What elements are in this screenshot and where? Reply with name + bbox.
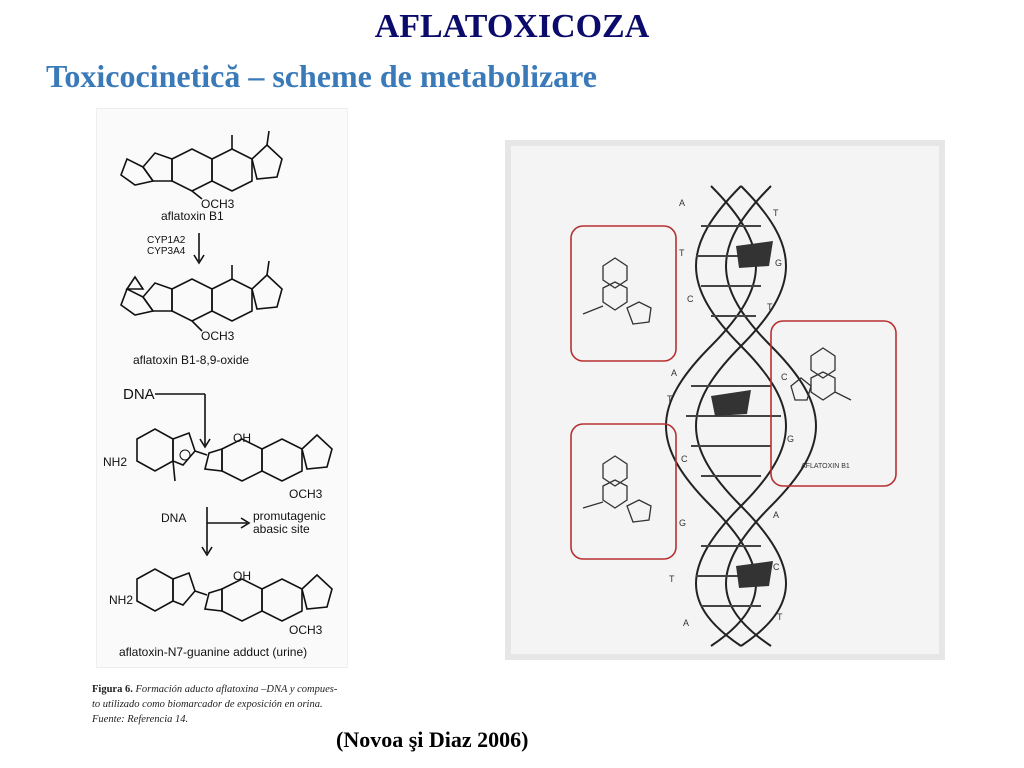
svg-text:T: T [669, 574, 675, 584]
compound-epoxide: aflatoxin B1-8,9-oxide [133, 353, 250, 367]
oh-label-2: OH [233, 569, 251, 583]
enzyme-cyp3a4: CYP3A4 [147, 246, 186, 257]
svg-text:T: T [773, 208, 779, 218]
och3-label-4: OCH3 [289, 623, 323, 637]
svg-text:G: G [787, 434, 794, 444]
svg-text:G: G [679, 518, 686, 528]
caption-figure-number: Figura 6. [92, 684, 133, 695]
svg-text:T: T [767, 302, 773, 312]
och3-label-1: OCH3 [201, 197, 235, 211]
compound-aflatoxin-b1: aflatoxin B1 [161, 209, 224, 223]
oh-label-1: OH [233, 431, 251, 445]
svg-text:C: C [773, 562, 780, 572]
svg-text:A: A [773, 510, 779, 520]
svg-text:C: C [687, 294, 694, 304]
och3-label-2: OCH3 [201, 329, 235, 343]
svg-text:A: A [683, 618, 689, 628]
svg-text:C: C [681, 454, 688, 464]
svg-text:T: T [777, 612, 783, 622]
svg-text:T: T [667, 394, 673, 404]
och3-label-3: OCH3 [289, 487, 323, 501]
abasic-line-1: promutagenic [253, 509, 326, 523]
slide-title: AFLATOXICOZA [374, 8, 650, 45]
compound-adduct: aflatoxin-N7-guanine adduct (urine) [119, 645, 308, 659]
svg-text:C: C [781, 372, 788, 382]
dna-label: DNA [123, 386, 155, 403]
enzyme-cyp1a2: CYP1A2 [147, 235, 186, 246]
svg-text:A: A [671, 368, 677, 378]
nh2-label-2: NH2 [109, 593, 134, 607]
nh2-label-1: NH2 [103, 455, 128, 469]
metabolism-scheme: OCH3 aflatoxin B1 CYP1A2 CYP3A4 OCH3 afl… [96, 108, 348, 668]
citation: (Novoa şi Diaz 2006) [336, 727, 529, 752]
scheme-structures [120, 130, 333, 622]
caption-line-3: Fuente: Referencia 14. [92, 714, 189, 725]
svg-text:G: G [775, 258, 782, 268]
caption-line-1: Formación aducto aflatoxina –DNA y compu… [135, 684, 338, 695]
dna-box-label: AFLATOXIN B1 [801, 463, 850, 470]
slide-subtitle: Toxicocinetică – scheme de metabolizare [46, 58, 597, 94]
dna-label-2: DNA [161, 511, 187, 525]
abasic-line-2: abasic site [253, 522, 310, 536]
svg-text:A: A [679, 198, 685, 208]
caption-line-2: to utilizado como biomarcador de exposic… [92, 699, 323, 710]
svg-text:T: T [679, 248, 685, 258]
figure-caption: Figura 6. Formación aducto aflatoxina –D… [92, 682, 354, 727]
